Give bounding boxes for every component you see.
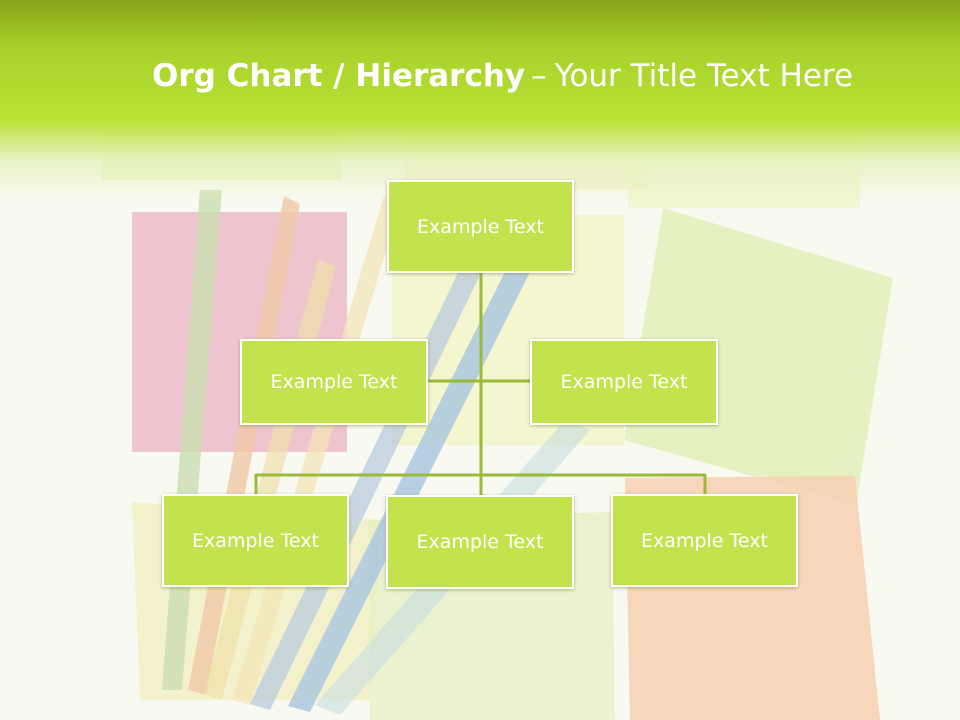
org-node-assistant-left[interactable]: Example Text bbox=[240, 339, 428, 425]
title-rest-part: Your Title Text Here bbox=[554, 58, 854, 94]
org-node-label: Example Text bbox=[192, 529, 319, 552]
org-node-label: Example Text bbox=[417, 215, 544, 238]
slide-title: Org Chart / Hierarchy–Your Title Text He… bbox=[152, 52, 912, 100]
org-node-child-3[interactable]: Example Text bbox=[611, 494, 798, 587]
header-band bbox=[0, 0, 960, 200]
org-node-child-1[interactable]: Example Text bbox=[162, 494, 349, 587]
org-node-root[interactable]: Example Text bbox=[387, 180, 574, 273]
org-node-label: Example Text bbox=[416, 531, 544, 553]
title-separator: – bbox=[531, 58, 547, 94]
title-bold-part: Org Chart / Hierarchy bbox=[152, 58, 526, 94]
org-node-label: Example Text bbox=[641, 529, 768, 552]
org-node-assistant-right[interactable]: Example Text bbox=[530, 339, 718, 425]
org-node-label: Example Text bbox=[560, 371, 688, 393]
org-node-child-2[interactable]: Example Text bbox=[386, 495, 574, 589]
org-node-label: Example Text bbox=[270, 371, 398, 393]
